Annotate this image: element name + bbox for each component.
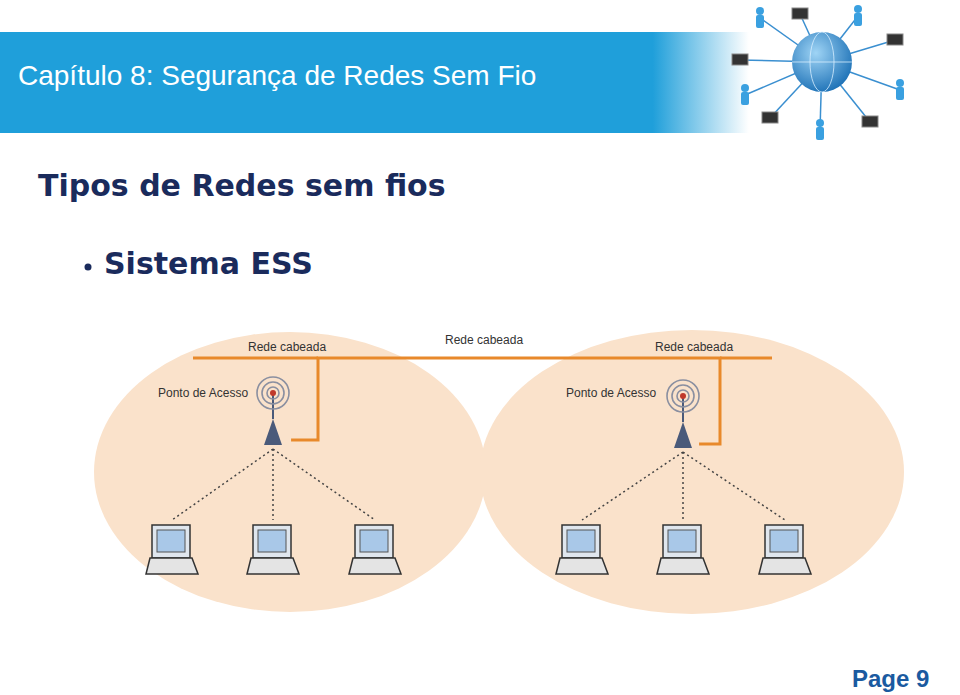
coverage-area [480, 330, 904, 614]
wired-link [291, 358, 720, 444]
access-point: Ponto de Acesso [155, 378, 291, 446]
bullet-text: Sistema ESS [104, 246, 313, 281]
network-globe [732, 5, 904, 140]
access-point-label: Ponto de Acesso [566, 386, 656, 400]
access-point-label: Ponto de Acesso [158, 386, 248, 400]
bullet [85, 264, 92, 271]
laptops [146, 449, 811, 574]
page-number: Page 9 [852, 665, 929, 693]
coverage-area [94, 332, 486, 612]
header-bar [0, 32, 960, 133]
slide-title: Capítulo 8: Segurança de Redes Sem Fio [18, 60, 536, 92]
network-label: Rede cabeada [445, 333, 523, 347]
access-point-icons [257, 377, 699, 448]
access-point: Ponto de Acesso [563, 378, 699, 450]
section-heading: Tipos de Redes sem fios [38, 168, 446, 203]
network-label: Rede cabeada [248, 340, 326, 354]
network-label: Rede cabeada [655, 340, 733, 354]
